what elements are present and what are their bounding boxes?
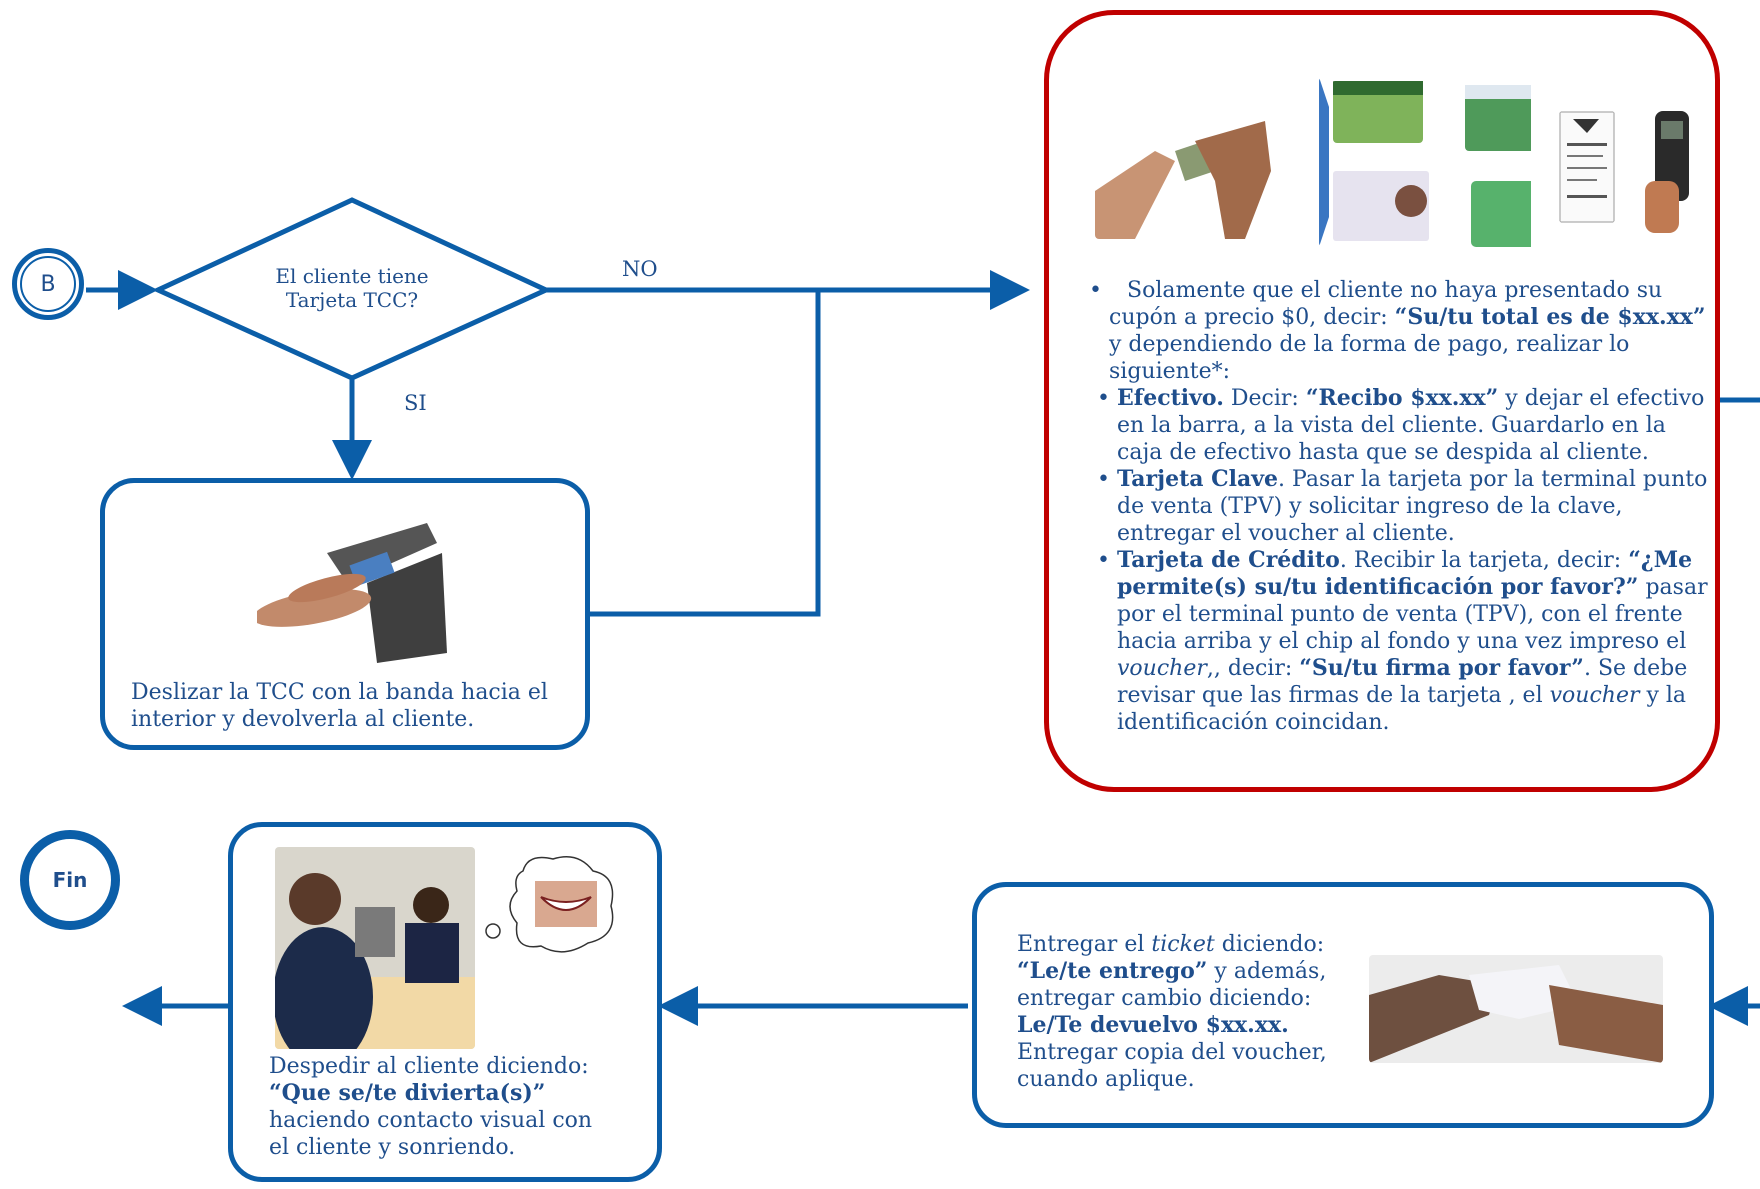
clave-title: Tarjeta Clave	[1117, 466, 1279, 492]
clave-post: . Pasar la tarjeta por la terminal punto…	[1117, 467, 1708, 546]
card-swipe-photo	[257, 513, 447, 663]
ticket-line4: Le/Te devuelvo $xx.xx.	[1017, 1012, 1289, 1038]
decision-label: El cliente tiene Tarjeta TCC?	[252, 264, 452, 312]
farewell-photo	[275, 847, 475, 1049]
ticket-line1: Entregar el ticket diciendo:	[1017, 931, 1347, 958]
decision-label-line1: El cliente tiene	[275, 264, 429, 288]
payment-clave: Tarjeta Clave. Pasar la tarjeta por la t…	[1089, 466, 1709, 547]
start-connector-b: B	[12, 248, 84, 320]
payment-credito: Tarjeta de Crédito. Recibir la tarjeta, …	[1089, 547, 1709, 736]
ticket-line1-post: diciendo:	[1214, 932, 1325, 957]
card-terminal-photo	[1645, 111, 1689, 233]
payment-list: Solamente que el cliente no haya present…	[1089, 277, 1709, 736]
credito-title: Tarjeta de Crédito	[1117, 547, 1340, 573]
ticket-line5: Entregar copia del voucher,	[1017, 1040, 1327, 1065]
decision-diamond	[152, 197, 552, 381]
receipt-photo	[1559, 111, 1615, 223]
efectivo-pre: Decir:	[1223, 386, 1306, 411]
credito-pre: . Recibir la tarjeta, decir:	[1339, 548, 1629, 573]
start-connector-label: B	[40, 271, 56, 297]
ticket-line2-post: y además,	[1207, 959, 1327, 984]
ticket-text: Entregar el ticket diciendo: “Le/te entr…	[1017, 931, 1347, 1093]
si-branch-label: SI	[404, 391, 427, 415]
efectivo-phrase: “Recibo $xx.xx”	[1305, 385, 1499, 411]
payment-intro-text: Solamente que el cliente no haya present…	[1109, 278, 1663, 330]
farewell-line4: el cliente y sonriendo.	[269, 1135, 516, 1160]
ticket-line1-italic: ticket	[1151, 932, 1215, 957]
farewell-line2: “Que se/te divierta(s)”	[269, 1080, 546, 1106]
credito-sign-phrase: “Su/tu firma por favor”	[1299, 655, 1584, 681]
ticket-line1-pre: Entregar el	[1017, 932, 1152, 957]
end-connector-fin: Fin	[20, 830, 120, 930]
credito-mid: pasar por el terminal punto de venta (TP…	[1117, 575, 1708, 654]
cards-divider	[1319, 77, 1329, 247]
ticket-line6: cuando aplique.	[1017, 1067, 1195, 1092]
payment-intro-post: y dependiendo de la forma de pago, reali…	[1109, 332, 1630, 384]
payment-cards-photo	[1333, 81, 1531, 247]
tcc-swipe-text: Deslizar la TCC con la banda hacia el in…	[131, 680, 548, 732]
farewell-line1: Despedir al cliente diciendo:	[269, 1054, 589, 1079]
ticket-handover-photo	[1369, 955, 1663, 1063]
credito-id-phrase: “¿Me permite(s) su/tu identificación por…	[1117, 547, 1693, 600]
credito-voucher2: voucher	[1549, 683, 1640, 708]
farewell-text: Despedir al cliente diciendo: “Que se/te…	[269, 1053, 649, 1161]
credito-mid3: . Se debe revisar que las firmas de la t…	[1117, 656, 1688, 708]
payment-intro-total: “Su/tu total es de $xx.xx”	[1394, 304, 1706, 330]
efectivo-title: Efectivo.	[1117, 385, 1224, 411]
ticket-line2: “Le/te entrego” y además,	[1017, 958, 1347, 985]
hand-cash-photo	[1095, 111, 1271, 239]
credito-voucher: voucher	[1117, 656, 1207, 681]
payment-instructions: Solamente que el cliente no haya present…	[1089, 277, 1709, 736]
credito-end: y la identificación coincidan.	[1117, 683, 1687, 735]
payment-box: Solamente que el cliente no haya present…	[1044, 10, 1720, 792]
smile-thought-bubble	[485, 856, 614, 953]
payment-efectivo: Efectivo. Decir: “Recibo $xx.xx” y dejar…	[1089, 385, 1709, 466]
end-connector-label: Fin	[52, 868, 88, 892]
no-branch-label: NO	[622, 257, 658, 281]
decision-label-line2: Tarjeta TCC?	[285, 288, 419, 312]
ticket-line2-bold: “Le/te entrego”	[1017, 958, 1208, 984]
credito-mid2: ,, decir:	[1206, 656, 1300, 681]
payment-intro: Solamente que el cliente no haya present…	[1089, 277, 1709, 385]
ticket-box: Entregar el ticket diciendo: “Le/te entr…	[972, 882, 1714, 1128]
ticket-line3: entregar cambio diciendo:	[1017, 986, 1312, 1011]
efectivo-post: y dejar el efectivo en la barra, a la vi…	[1117, 386, 1705, 465]
farewell-line3: haciendo contacto visual con	[269, 1108, 593, 1133]
tcc-swipe-box: Deslizar la TCC con la banda hacia el in…	[100, 478, 590, 750]
farewell-box: Despedir al cliente diciendo: “Que se/te…	[228, 822, 662, 1182]
